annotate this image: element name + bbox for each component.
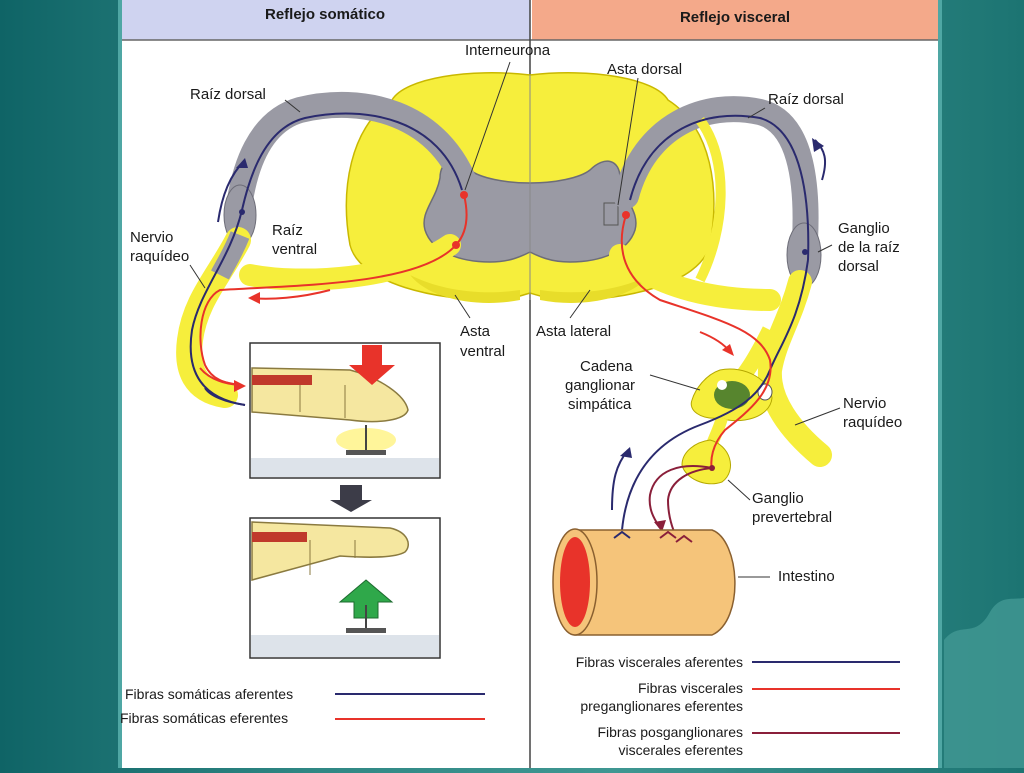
finger-muscle-2	[252, 532, 307, 542]
right-border	[938, 0, 942, 768]
intestine	[552, 528, 736, 636]
label-cadena-2: ganglionar	[565, 377, 635, 394]
afferent-fiber-left	[189, 112, 463, 406]
intestine-lumen	[560, 537, 590, 627]
label-ganglio-raiz-1: Ganglio	[838, 220, 890, 237]
intestine-body	[574, 529, 736, 636]
label-intestino: Intestino	[778, 568, 835, 585]
legend-left: Fibras somáticas aferentes Fibras somáti…	[120, 686, 485, 726]
label-raiz-dorsal-left: Raíz dorsal	[190, 86, 266, 103]
preganglionic-arrowhead	[722, 344, 734, 356]
dorsal-afferent-arrowhead-right	[812, 138, 824, 152]
visceral-afferent-in-root	[629, 114, 810, 261]
postganglionic-fiber-b	[648, 465, 713, 529]
label-ganglio-raiz-2: de la raíz	[838, 239, 900, 256]
label-asta-dorsal: Asta dorsal	[607, 61, 682, 78]
legend-postganglionic-1: Fibras posganglionares	[597, 724, 743, 740]
legend-somatic-afferent: Fibras somáticas aferentes	[125, 686, 293, 702]
leader-interneurona	[464, 61, 511, 191]
header-left-bg	[122, 0, 530, 40]
ventral-lobe-right	[540, 275, 650, 303]
dorsal-root-left	[227, 91, 481, 213]
nerve-junction-left	[211, 231, 250, 280]
leader-prevertebral	[727, 479, 751, 501]
visceral-afferent-arrowhead	[620, 447, 632, 458]
label-raiz-ventral-2: ventral	[272, 241, 317, 258]
sequence-arrow	[330, 485, 372, 512]
table-surface-2	[251, 635, 439, 657]
withdrawal-arrow-red	[349, 345, 395, 385]
label-nervio-right-1: Nervio	[843, 395, 886, 412]
decorative-mountain	[944, 598, 1024, 768]
label-interneurona: Interneurona	[465, 42, 551, 59]
header-right-title: Reflejo visceral	[680, 9, 790, 26]
efferent-arrowhead-bottom	[234, 380, 246, 392]
postganglionic-arrowhead	[654, 520, 666, 532]
leader-asta-lateral	[569, 289, 591, 319]
chain-ganglion-highlight	[717, 380, 727, 390]
right-cord-edge	[695, 117, 726, 283]
afferent-arrowhead-left	[236, 158, 248, 168]
leader-lines	[189, 61, 841, 578]
preganglionic-fiber	[620, 214, 772, 471]
tack-base-2	[346, 628, 386, 633]
table-surface-1	[251, 458, 439, 477]
leader-asta-dorsal	[617, 77, 639, 206]
header-right-bg	[532, 0, 938, 40]
interneuron-cell	[460, 191, 468, 199]
leader-raiz-dorsal-right	[747, 107, 766, 119]
legend-postganglionic-2: viscerales eferentes	[618, 742, 743, 758]
label-ganglio-prev-2: prevertebral	[752, 509, 832, 526]
leader-raiz-dorsal-left	[284, 99, 301, 113]
finger-panel-1	[249, 342, 441, 479]
label-asta-lateral: Asta lateral	[536, 323, 611, 340]
legend-somatic-efferent: Fibras somáticas eferentes	[120, 710, 288, 726]
leader-nervio-right	[794, 407, 841, 426]
label-cadena-3: simpática	[568, 396, 632, 413]
sensory-cell-left	[239, 209, 245, 215]
afferent-arrow-bottom	[204, 387, 246, 406]
legend-preganglionic-2: preganglionares eferentes	[580, 698, 743, 714]
ventral-root-left	[239, 234, 461, 291]
finger-muscle-1	[252, 375, 312, 385]
sensory-cell-right	[802, 249, 808, 255]
label-ganglio-raiz-3: dorsal	[838, 258, 879, 275]
leader-nervio-left	[189, 264, 206, 289]
lateral-horn-cell	[622, 211, 630, 219]
leader-cadena	[649, 374, 701, 391]
lateral-horn-marker	[603, 202, 619, 226]
left-nerve	[176, 91, 481, 408]
label-ganglio-prev-1: Ganglio	[752, 490, 804, 507]
label-cadena-1: Cadena	[580, 358, 633, 375]
finger-panel-2	[249, 517, 441, 659]
legend-visceral-afferent: Fibras viscerales aferentes	[576, 654, 743, 670]
efferent-arrowhead-top	[248, 292, 260, 304]
left-border	[118, 0, 122, 768]
right-nerve	[609, 96, 832, 546]
header-left-title: Reflejo somático	[265, 6, 385, 23]
motor-neuron-cell	[452, 241, 460, 249]
label-nervio-left-1: Nervio	[130, 229, 173, 246]
leader-asta-ventral	[454, 294, 471, 319]
tack-base-1	[346, 450, 386, 455]
label-nervio-left-2: raquídeo	[130, 248, 189, 265]
receptor-ending	[613, 530, 631, 539]
label-raiz-ventral-1: Raíz	[272, 222, 303, 239]
visceral-afferent-fiber	[621, 259, 809, 531]
label-asta-ventral-2: ventral	[460, 343, 505, 360]
effector-ending-b	[675, 534, 693, 543]
label-asta-ventral-1: Asta	[460, 323, 491, 340]
effector-ending-a	[659, 530, 677, 539]
ventral-lobe-left	[410, 275, 520, 303]
ventral-root-right	[609, 244, 781, 311]
legend-right: Fibras viscerales aferentes Fibras visce…	[576, 654, 900, 758]
legend-preganglionic-1: Fibras viscerales	[638, 680, 743, 696]
prevertebral-ganglion	[681, 439, 731, 485]
label-raiz-dorsal-right: Raíz dorsal	[768, 91, 844, 108]
leader-ganglio-raiz	[817, 244, 833, 253]
labels: Interneurona Asta dorsal Raíz dorsal Raí…	[130, 42, 902, 585]
label-nervio-right-2: raquídeo	[843, 414, 902, 431]
